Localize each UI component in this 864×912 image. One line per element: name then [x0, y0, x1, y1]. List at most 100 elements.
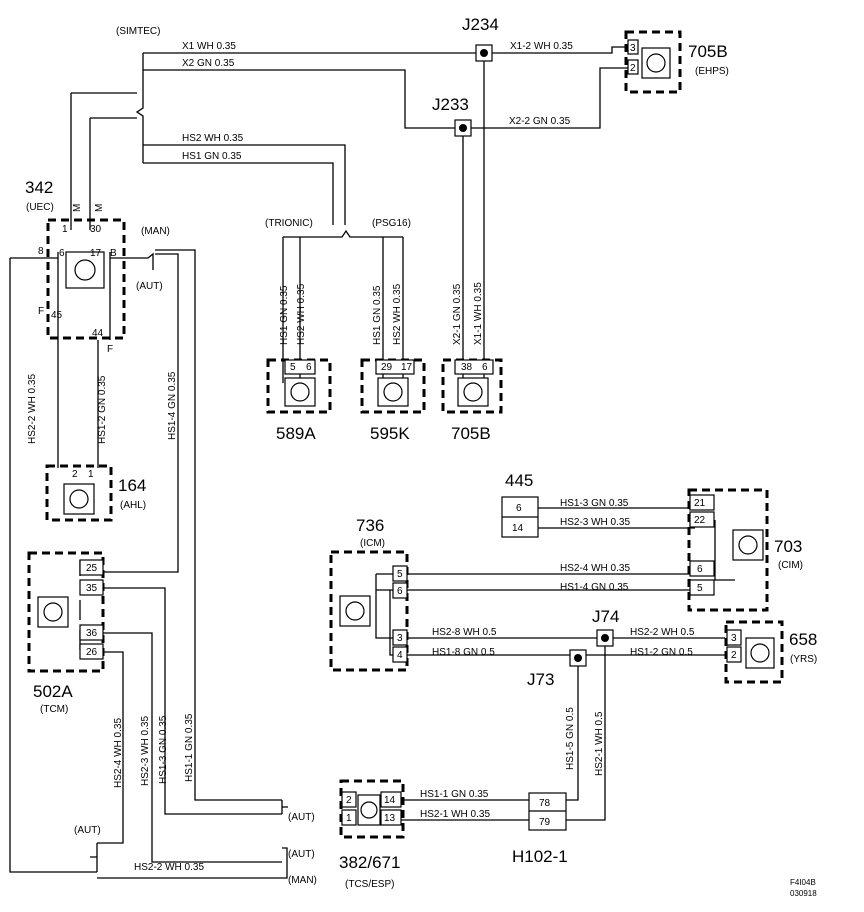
svg-text:HS2-2 WH 0.5: HS2-2 WH 0.5 — [630, 627, 695, 638]
component-589a: 5 6 589A — [266, 358, 332, 443]
figure-footer: F4I04B 030918 — [790, 878, 817, 898]
svg-text:26: 26 — [86, 647, 98, 658]
svg-text:HS2-3 WH 0.35: HS2-3 WH 0.35 — [560, 517, 630, 528]
junction-j233-label: J233 — [432, 95, 469, 114]
svg-text:HS2 WH 0.35: HS2 WH 0.35 — [296, 283, 307, 345]
component-382-sub: (TCS/ESP) — [345, 879, 394, 890]
junction-j233: J233 — [432, 95, 472, 137]
svg-text:X1 WH 0.35: X1 WH 0.35 — [182, 41, 236, 52]
svg-text:HS2 WH 0.35: HS2 WH 0.35 — [392, 283, 403, 345]
component-658-sub: (YRS) — [790, 654, 817, 665]
svg-text:2: 2 — [731, 650, 737, 661]
svg-text:HS1-3 GN 0.35: HS1-3 GN 0.35 — [158, 715, 169, 784]
svg-text:X1-2 WH 0.35: X1-2 WH 0.35 — [510, 41, 573, 52]
svg-text:X2-2 GN 0.35: X2-2 GN 0.35 — [509, 116, 571, 127]
module-icon — [463, 382, 483, 402]
svg-text:6: 6 — [59, 248, 65, 259]
svg-text:1: 1 — [346, 813, 352, 824]
svg-text:79: 79 — [539, 817, 551, 828]
component-658-yrs: 3 2 658 (YRS) — [724, 620, 817, 684]
svg-text:6: 6 — [306, 362, 312, 373]
svg-text:3: 3 — [630, 43, 636, 54]
component-502a-tcm: 25 35 36 26 502A (TCM) — [27, 551, 105, 715]
svg-text:HS1-4 GN 0.35: HS1-4 GN 0.35 — [167, 371, 178, 440]
figure-code: F4I04B — [790, 878, 816, 887]
svg-text:6: 6 — [397, 586, 403, 597]
svg-text:8: 8 — [38, 246, 44, 257]
component-164-sub: (AHL) — [120, 500, 146, 511]
svg-text:HS1-2 GN 0.5: HS1-2 GN 0.5 — [630, 647, 693, 658]
svg-text:2: 2 — [630, 63, 636, 74]
svg-text:36: 36 — [86, 628, 98, 639]
svg-text:2: 2 — [72, 469, 78, 480]
label-man-bottom: (MAN) — [288, 875, 317, 886]
component-595k: 29 17 595K — [360, 358, 426, 443]
label-man-top: (MAN) — [141, 226, 170, 237]
junctions: J234 J233 J74 J73 — [432, 15, 619, 689]
svg-text:HS1-5 GN 0.5: HS1-5 GN 0.5 — [565, 707, 576, 770]
component-703-sub: (CIM) — [778, 560, 803, 571]
component-703-id: 703 — [774, 537, 802, 556]
svg-text:HS1-1 GN 0.35: HS1-1 GN 0.35 — [420, 789, 489, 800]
connector-h102-id: H102-1 — [512, 847, 568, 866]
svg-text:35: 35 — [86, 583, 98, 594]
figure-date: 030918 — [790, 889, 817, 898]
svg-text:17: 17 — [401, 362, 413, 373]
label-aut-bottom: (AUT) — [288, 849, 315, 860]
component-658-id: 658 — [789, 630, 817, 649]
svg-text:45: 45 — [51, 310, 63, 321]
option-labels: (SIMTEC) (TRIONIC) (PSG16) (MAN) (AUT) (… — [74, 26, 411, 886]
svg-text:HS1-2 GN 0.35: HS1-2 GN 0.35 — [97, 375, 108, 444]
label-aut-top: (AUT) — [136, 281, 163, 292]
svg-text:14: 14 — [512, 523, 524, 534]
svg-text:25: 25 — [86, 563, 98, 574]
svg-text:HS1-8 GN 0.5: HS1-8 GN 0.5 — [432, 647, 495, 658]
component-703-cim: 21 22 6 5 703 (CIM) — [687, 488, 803, 612]
svg-text:44: 44 — [92, 328, 104, 339]
junction-j73-label: J73 — [527, 670, 554, 689]
svg-text:HS2-2 WH 0.35: HS2-2 WH 0.35 — [27, 374, 38, 444]
component-342-sub: (UEC) — [26, 202, 54, 213]
svg-text:HS2-8 WH 0.5: HS2-8 WH 0.5 — [432, 627, 497, 638]
svg-text:HS2-4 WH 0.35: HS2-4 WH 0.35 — [113, 718, 124, 788]
svg-text:1: 1 — [88, 469, 94, 480]
svg-text:38: 38 — [461, 362, 473, 373]
svg-text:29: 29 — [381, 362, 393, 373]
component-502a-sub: (TCM) — [40, 704, 68, 715]
svg-text:HS1 GN 0.35: HS1 GN 0.35 — [182, 151, 242, 162]
svg-text:3: 3 — [731, 633, 737, 644]
component-342-uec: 1 30 6 17 8 B F 45 44 F M M 342 (UEC) — [25, 178, 126, 355]
component-164-id: 164 — [118, 476, 146, 495]
svg-text:HS2-1 WH 0.35: HS2-1 WH 0.35 — [420, 809, 490, 820]
svg-text:HS2-3 WH 0.35: HS2-3 WH 0.35 — [140, 716, 151, 786]
component-164-ahl: 2 1 164 (AHL) — [45, 464, 146, 522]
svg-text:5: 5 — [290, 362, 296, 373]
label-psg16: (PSG16) — [372, 218, 411, 229]
label-simtec: (SIMTEC) — [116, 26, 160, 37]
svg-text:13: 13 — [384, 813, 396, 824]
svg-text:6: 6 — [516, 503, 522, 514]
svg-text:M: M — [72, 204, 83, 212]
label-trionic: (TRIONIC) — [265, 218, 313, 229]
component-736-id: 736 — [356, 516, 384, 535]
module-icon — [383, 382, 403, 402]
module-icon — [646, 53, 666, 73]
module-icon — [750, 643, 770, 663]
junction-j234: J234 — [462, 15, 499, 62]
label-aut-mid: (AUT) — [288, 812, 315, 823]
svg-text:6: 6 — [697, 564, 703, 575]
svg-text:X2 GN 0.35: X2 GN 0.35 — [182, 58, 235, 69]
component-502a-id: 502A — [33, 682, 73, 701]
label-aut-bottom-left: (AUT) — [74, 825, 101, 836]
svg-text:1: 1 — [62, 224, 68, 235]
component-445-id: 445 — [505, 471, 533, 490]
svg-text:HS1-4 GN 0.35: HS1-4 GN 0.35 — [560, 582, 629, 593]
component-705b-id: 705B — [451, 424, 491, 443]
component-736-sub: (ICM) — [360, 538, 385, 549]
junction-j234-label: J234 — [462, 15, 499, 34]
svg-text:B: B — [110, 248, 117, 259]
component-705b-ehps-sub: (EHPS) — [695, 66, 729, 77]
junction-j73: J73 — [527, 649, 587, 689]
svg-text:5: 5 — [397, 569, 403, 580]
